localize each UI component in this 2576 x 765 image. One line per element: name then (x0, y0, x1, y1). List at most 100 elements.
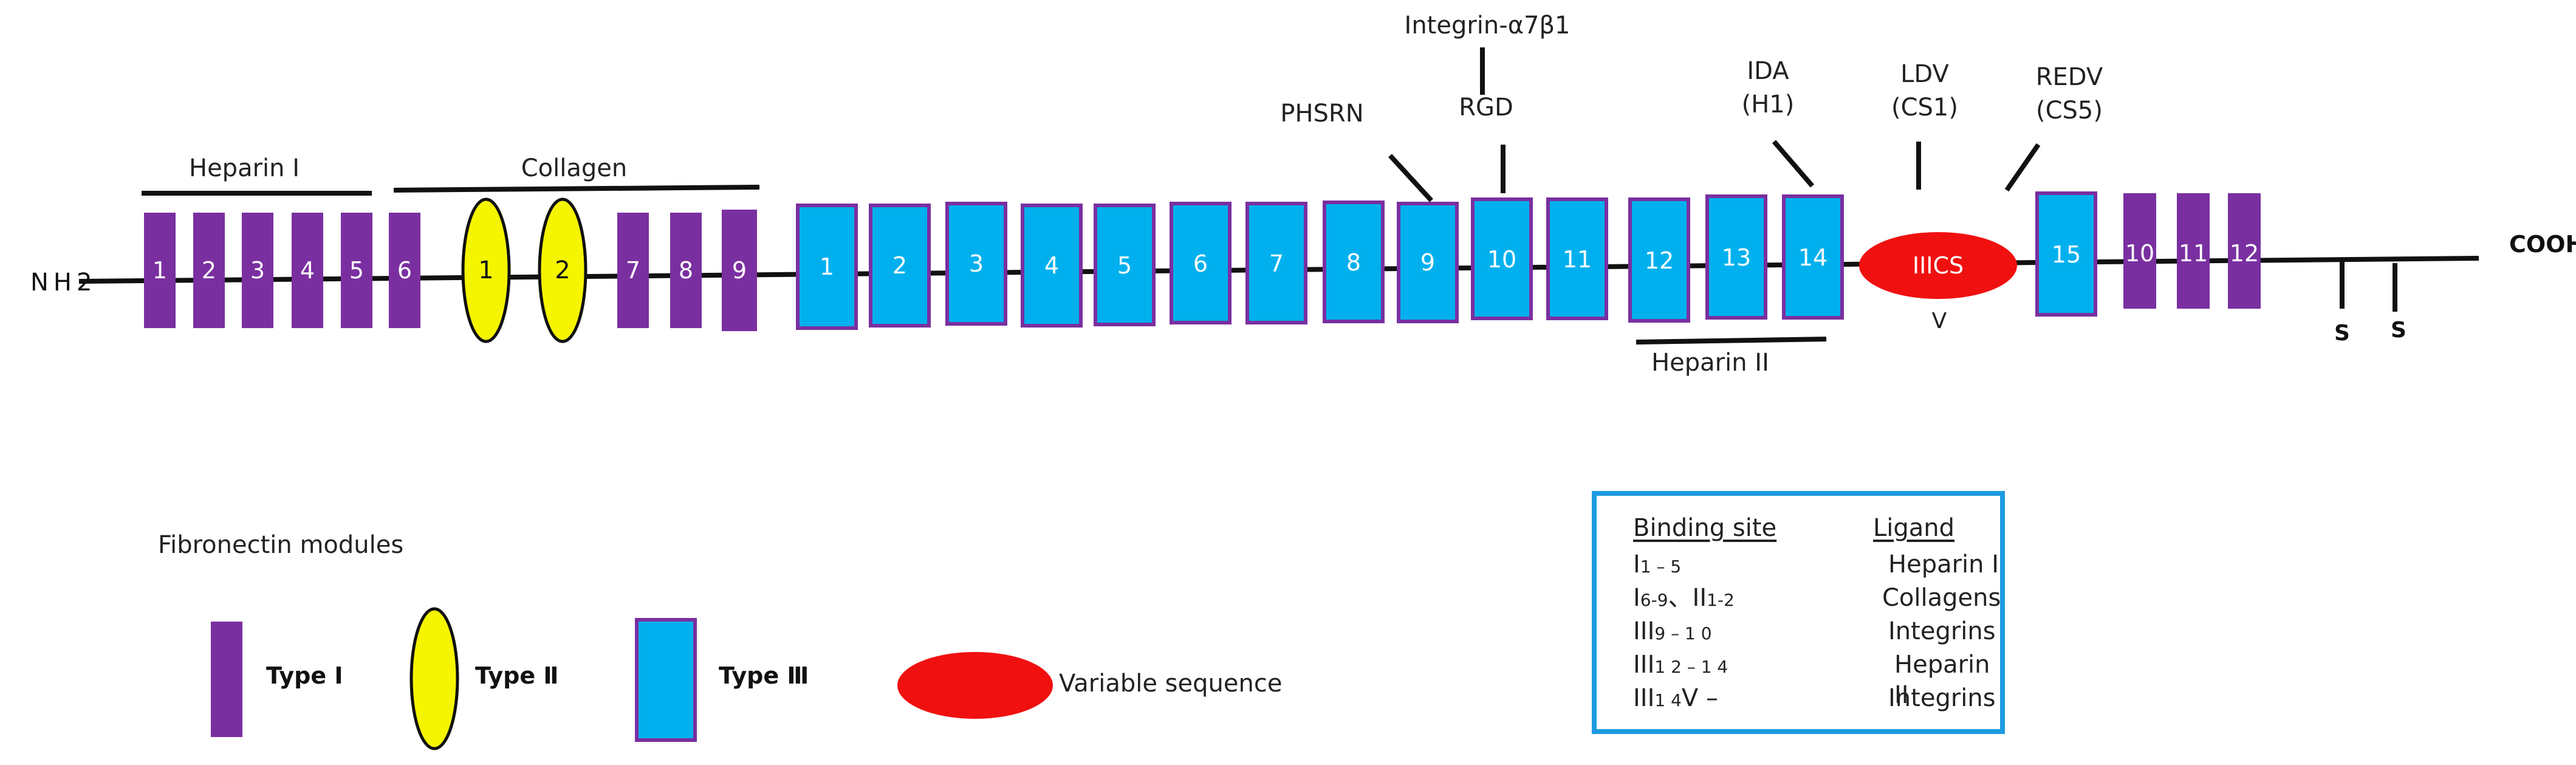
binding-site-header: Binding site (1633, 514, 1777, 542)
binding-site-cell: I6-9、II1-2 (1633, 583, 1735, 613)
type2-module (461, 197, 511, 343)
binding-site-range: 1 2 – 1 4 (1654, 657, 1728, 677)
type1-module (341, 213, 372, 328)
type3-module-number: 10 (1487, 246, 1516, 273)
binding-site-range: 1 – 5 (1640, 557, 1682, 577)
binding-site-range: 9 – 1 0 (1654, 623, 1712, 643)
n-terminus-label: NH2 (30, 269, 97, 297)
binding-site-module: I (1633, 551, 1640, 578)
type3-module-number: 5 (1117, 252, 1132, 279)
legend-variable-label: Variable sequence (1059, 670, 1282, 698)
type3-module (869, 204, 931, 328)
type3-module-number: 9 (1420, 249, 1435, 276)
type3-module-number: 14 (1798, 244, 1828, 271)
binding-site-range: 1-2 (1707, 590, 1735, 610)
legend-title: Fibronectin modules (158, 531, 403, 559)
type3-module-number: 15 (2052, 241, 2081, 268)
legend-type3-label: Type Ⅲ (719, 662, 809, 689)
type3-module (1546, 197, 1608, 320)
ldv-label: LDV (1900, 60, 1949, 88)
type3-module-number: 11 (1563, 246, 1592, 273)
type1-module-number: 7 (626, 257, 640, 284)
type2-module (538, 197, 587, 343)
type3-module-number: 3 (969, 250, 984, 277)
redv-label: REDV (2036, 63, 2103, 91)
type3-module (1782, 194, 1844, 320)
binding-site-cell: III9 – 1 0 (1633, 616, 1712, 647)
variable-region-label: IIICS (1913, 252, 1964, 279)
ida-sublabel: (H1) (1742, 91, 1795, 118)
disulfide-s-label: S (2391, 318, 2406, 343)
type1-module-number: 5 (349, 257, 364, 284)
disulfide-s-label: S (2334, 321, 2350, 346)
binding-site-table: Binding site Ligand I1 – 5 Heparin I I6-… (1592, 491, 2005, 734)
redv-pointer (2004, 143, 2041, 192)
type1-module-number: 12 (2230, 240, 2259, 267)
ida-pointer (1772, 140, 1815, 188)
type3-module (1471, 197, 1533, 320)
type1-module (242, 213, 273, 328)
type1-module (193, 213, 225, 328)
legend-type3-swatch (635, 618, 697, 742)
type1-module-number: 3 (250, 257, 265, 284)
ligand-cell: Integrins (1888, 684, 1996, 712)
type3-modules (796, 191, 2097, 330)
type2-module-number: 2 (555, 256, 570, 284)
redv-sublabel: (CS5) (2036, 97, 2103, 125)
type1-module (617, 213, 649, 328)
collagen-label: Collagen (521, 154, 628, 182)
type1-module-number: 1 (152, 257, 167, 284)
collagen-bar (393, 185, 760, 193)
ida-label: IDA (1747, 57, 1789, 85)
ligand-cell: Heparin II (1894, 651, 1990, 709)
type1-module-number: 11 (2179, 240, 2208, 267)
ldv-sublabel: (CS1) (1891, 94, 1958, 122)
ligand-cell: Heparin I (1888, 551, 1999, 578)
type1-module (292, 213, 323, 328)
type1-module (670, 213, 702, 328)
phsrn-pointer (1388, 154, 1433, 202)
binding-site-cell: I1 – 5 (1633, 549, 1681, 580)
type1-module (2228, 193, 2261, 309)
binding-site-module: II (1692, 584, 1707, 612)
type3-module (1170, 202, 1231, 324)
type3-module (796, 204, 858, 330)
type3-module-number: 4 (1044, 252, 1059, 279)
legend-type2-label: Type Ⅱ (475, 662, 558, 689)
type3-module (1245, 202, 1307, 324)
type1-module-number: 8 (679, 257, 693, 284)
type1-module-number: 9 (732, 257, 747, 284)
integrin-label: Integrin-α7β1 (1405, 12, 1571, 39)
c-terminus-label: COOH (2509, 231, 2576, 258)
type3-module-number: 8 (1346, 249, 1361, 276)
ligand-cell: Integrins (1888, 617, 1996, 645)
ligand-cell: Collagens (1882, 584, 2001, 612)
legend-type2-swatch (409, 607, 459, 750)
rgd-label: RGD (1459, 94, 1513, 122)
type3-module (2035, 191, 2097, 317)
type1-module (2177, 193, 2210, 309)
heparin2-bar (1636, 337, 1827, 345)
type1-module-number: 2 (202, 257, 216, 284)
legend-type1-label: Type Ⅰ (266, 662, 343, 689)
legend-variable-swatch (897, 652, 1053, 719)
type1-module-number: 6 (397, 257, 412, 284)
heparin1-label: Heparin I (189, 154, 300, 182)
type1-module-number: 10 (2125, 240, 2154, 267)
type3-module (1628, 197, 1690, 323)
type3-module (945, 202, 1007, 326)
legend-type1-swatch (211, 622, 242, 737)
type3-module-number: 6 (1193, 250, 1208, 277)
type3-module-number: 1 (820, 253, 834, 280)
type3-module-number: 12 (1645, 247, 1674, 274)
binding-site-suffix: V – (1681, 684, 1718, 712)
type3-module (1094, 204, 1156, 326)
type2-module-number: 1 (478, 256, 493, 284)
type3-module-number: 2 (892, 252, 907, 279)
binding-site-range: 1 4 (1654, 690, 1682, 710)
binding-site-cell: III1 2 – 1 4 (1633, 650, 1728, 680)
type1-module (722, 210, 757, 331)
binding-site-module: III (1633, 684, 1655, 712)
binding-site-range: 6-9 (1640, 590, 1668, 610)
